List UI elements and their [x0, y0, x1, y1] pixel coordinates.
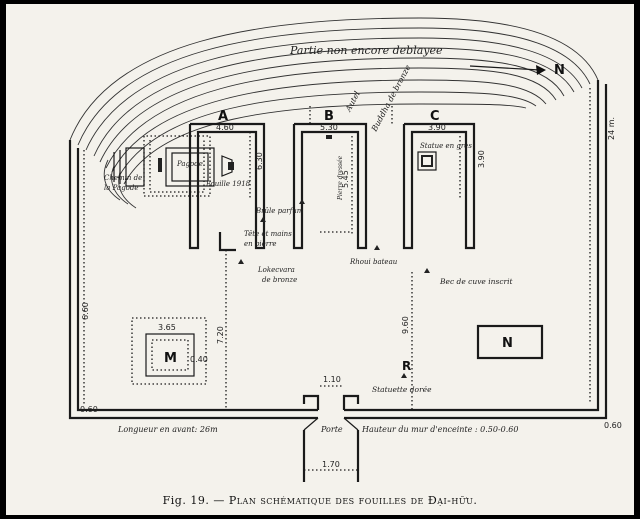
fouille-label: Fouille 1918: [205, 180, 251, 188]
building-b: [292, 122, 368, 250]
find-markers: [238, 199, 430, 378]
dim-a-width: 4.60: [216, 123, 234, 132]
tete-label-2: en pierre: [244, 240, 277, 248]
longueur-label: Longueur en avant: 26m: [117, 425, 218, 434]
dim-center-c: 9.60: [401, 316, 410, 334]
dim-b-depth: 5.45: [341, 170, 350, 188]
cuve-label: Bec de cuve inscrit: [439, 277, 514, 286]
north-arrow: [469, 65, 546, 75]
dim-wall-right: 0.60: [604, 421, 622, 430]
block-r-label: R: [402, 359, 411, 373]
paper-sheet: [6, 4, 634, 515]
building-n: [476, 324, 544, 360]
dimension-lines: [83, 88, 591, 410]
unexcavated-label: Partie non encore deblayee: [289, 44, 443, 57]
pagode-label: Pagode: [176, 160, 203, 168]
dim-c-width: 3.90: [428, 123, 446, 132]
block-m-label: M: [164, 351, 177, 366]
dim-gate-bottom: 1.70: [322, 460, 340, 469]
figure-caption: Fig. 19. — Plan schématique des fouilles…: [0, 494, 640, 507]
dim-center-a: 7.20: [216, 326, 225, 344]
unexcavated-hatching: [69, 17, 599, 209]
dim-a-depth: 6.30: [255, 152, 264, 170]
lokecvara-label-1: Lokecvara: [257, 266, 295, 274]
building-a: [113, 122, 266, 252]
bateau-label: Rhoui bateau: [349, 258, 398, 266]
dim-right-total: 24 m.: [607, 117, 616, 140]
autel-label: Autel: [343, 89, 362, 113]
statuette-label: Statuette dorée: [372, 385, 432, 394]
hauteur-label: Hauteur du mur d'enceinte : 0.50-0.60: [361, 425, 518, 434]
block-c-label: C: [430, 109, 440, 124]
chemin-label-2: la Pagode: [104, 184, 139, 192]
building-c: [402, 122, 476, 250]
statue-gres-label: Statue en grès: [420, 142, 472, 150]
block-a-label: A: [218, 109, 228, 124]
tete-label-1: Tête et mains: [244, 230, 292, 238]
dim-c-depth: 3.90: [477, 150, 486, 168]
chemin-label-1: Chemin de: [104, 174, 142, 182]
dim-left-height: 6.60: [81, 302, 90, 320]
block-n-label: N: [502, 336, 513, 351]
lokecvara-label-2: de bronze: [262, 276, 297, 284]
dim-m-depth: 0.40: [190, 355, 208, 364]
caption-text: Plan schématique des fouilles de Đại-hữu…: [228, 494, 478, 507]
block-b-label: B: [324, 109, 334, 124]
dim-gate-top: 1.10: [323, 375, 341, 384]
dim-wall-left: 0.60: [80, 405, 98, 414]
dim-b-width: 5.30: [320, 123, 338, 132]
building-m: [131, 317, 207, 385]
brule-label: Brûle parfum: [255, 207, 304, 215]
enclosure-wall: [68, 80, 608, 420]
north-label: N: [554, 63, 565, 78]
caption-dash: —: [213, 494, 225, 507]
gate: [302, 385, 360, 482]
caption-fig: Fig. 19.: [162, 494, 210, 507]
dim-m-width: 3.65: [158, 323, 176, 332]
pierre-label: Pierre dressée: [337, 155, 344, 201]
porte-label: Porte: [320, 425, 343, 434]
